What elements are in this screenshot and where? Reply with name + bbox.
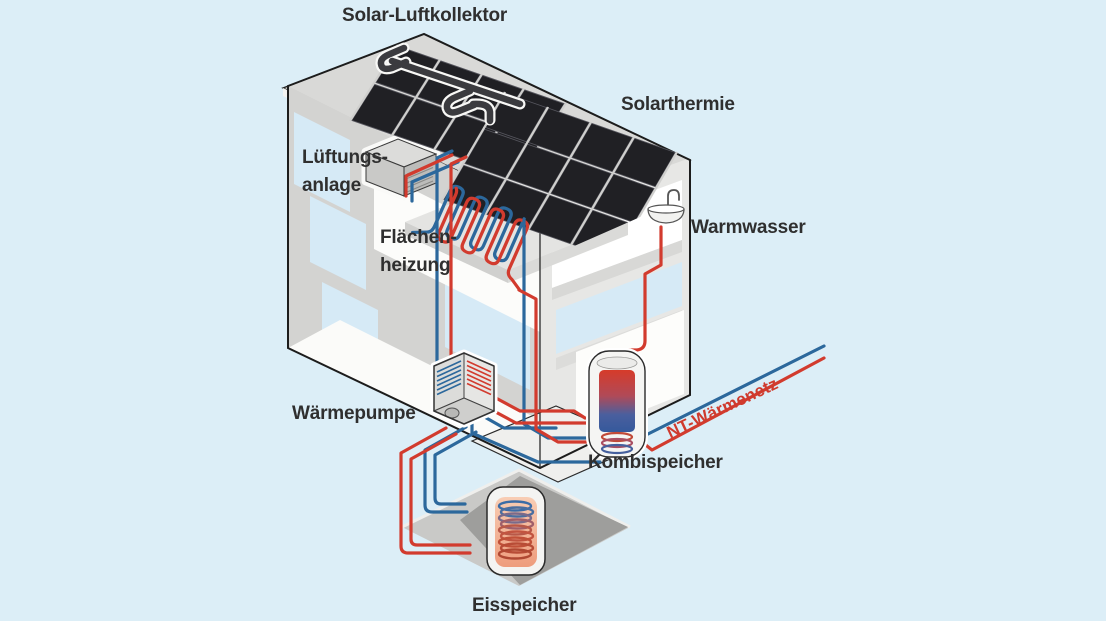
right-wall-slab-edge [552,240,682,300]
pipe-red-ice-b [409,432,472,547]
label-solar-air-collector: Solar-Luftkollektor [342,5,508,26]
label-surface-heating-line1: Flächen- [380,227,457,248]
window [310,196,366,290]
heat-pump-coil-red [466,360,492,396]
label-combi-storage: Kombispeicher [588,452,723,473]
combi-tank-lid [596,356,638,370]
pipe-red-hot-water [627,225,663,352]
basin-bowl [647,209,685,224]
surface-heating-coil-red [436,186,530,292]
label-surface-heating-line2: heizung [380,255,451,276]
heat-pump-coil-blue [436,360,462,396]
pipe-blue-ice-b [433,430,478,506]
label-ventilation: Lüftungs- anlage [302,144,388,200]
combi-tank-core [599,370,635,432]
ice-tank-spiral [497,500,535,560]
label-heat-pump: Wärmepumpe [292,403,416,424]
surface-heating-coil-blue [411,184,526,263]
floor-slab-right [508,222,628,283]
sink-icon [647,189,685,224]
pipe-red-network [517,288,826,452]
label-solar-thermal: Solarthermie [621,94,735,115]
combi-tank-coils [600,431,634,455]
building-outline [287,32,691,470]
pipe-blue-roof-hook [410,160,460,203]
pipe-blue-ice-a [423,425,469,514]
pipe-red-ice-a [399,426,472,555]
right-wall-window [556,262,682,354]
window [445,283,530,390]
pipe-blue-ground-run [470,418,602,464]
window [294,112,350,212]
label-ice-storage: Eisspeicher [472,595,577,616]
pipe-red-roof-hook [404,153,454,198]
label-ventilation-line1: Lüftungs- [302,147,388,168]
ice-storage-tank [486,486,546,576]
faucet-icon [667,189,680,207]
pipe-red-heatpump-tank [492,395,587,420]
heat-pump-outline [433,352,495,425]
label-ventilation-line2: anlage [302,175,361,196]
floor-slab-front [405,222,508,283]
basin-rim [647,204,685,214]
label-surface-heating: Flächen- heizung [380,224,457,280]
combi-storage-tank [586,348,648,460]
ground-plate-highlight [401,468,631,529]
solar-air-duct [375,42,526,126]
label-hot-water: Warmwasser [691,217,806,238]
heat-pump-unit [430,349,498,428]
surface-heating-coil [411,184,530,292]
